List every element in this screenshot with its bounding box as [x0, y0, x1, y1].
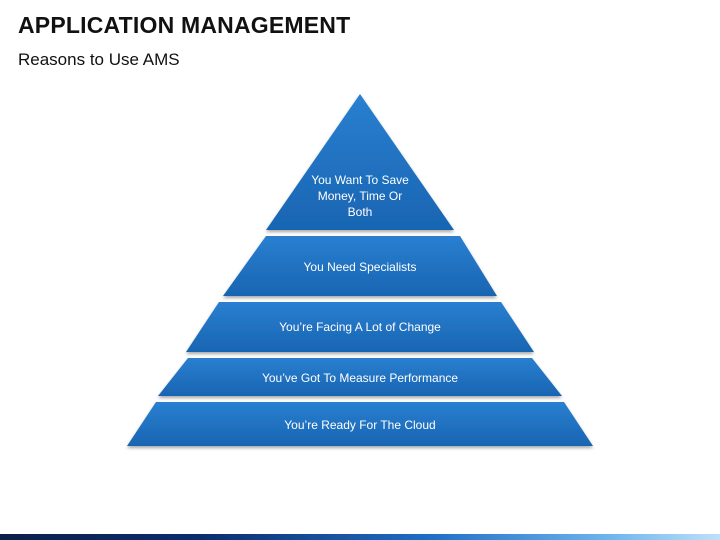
pyramid-tier-3-label: You’re Facing A Lot of Change	[279, 320, 441, 334]
pyramid-tier-2-label-line: You Need Specialists	[304, 260, 417, 274]
pyramid-tier-1-label-line: You Want To Save	[311, 173, 409, 187]
footer-accent-bar	[0, 534, 720, 540]
pyramid-tier-5	[127, 402, 593, 446]
pyramid-tier-3-label-line: You’re Facing A Lot of Change	[279, 320, 441, 334]
pyramid-tier-2	[223, 236, 497, 296]
pyramid-tier-1	[266, 94, 454, 230]
pyramid-tier-4	[158, 358, 562, 396]
slide-subtitle: Reasons to Use AMS	[18, 50, 180, 69]
pyramid-tier-5-label: You’re Ready For The Cloud	[284, 418, 435, 432]
pyramid-tier-1-label-line: Both	[348, 205, 373, 219]
pyramid-tier-2-label: You Need Specialists	[304, 260, 417, 274]
pyramid-tier-4-label-line: You’ve Got To Measure Performance	[262, 371, 458, 385]
pyramid-tier-5-label-line: You’re Ready For The Cloud	[284, 418, 435, 432]
pyramid-tier-4-label: You’ve Got To Measure Performance	[262, 371, 458, 385]
slide-title: APPLICATION MANAGEMENT	[18, 12, 351, 38]
pyramid-tier-3	[186, 302, 534, 352]
pyramid-tier-1-label-line: Money, Time Or	[318, 189, 402, 203]
